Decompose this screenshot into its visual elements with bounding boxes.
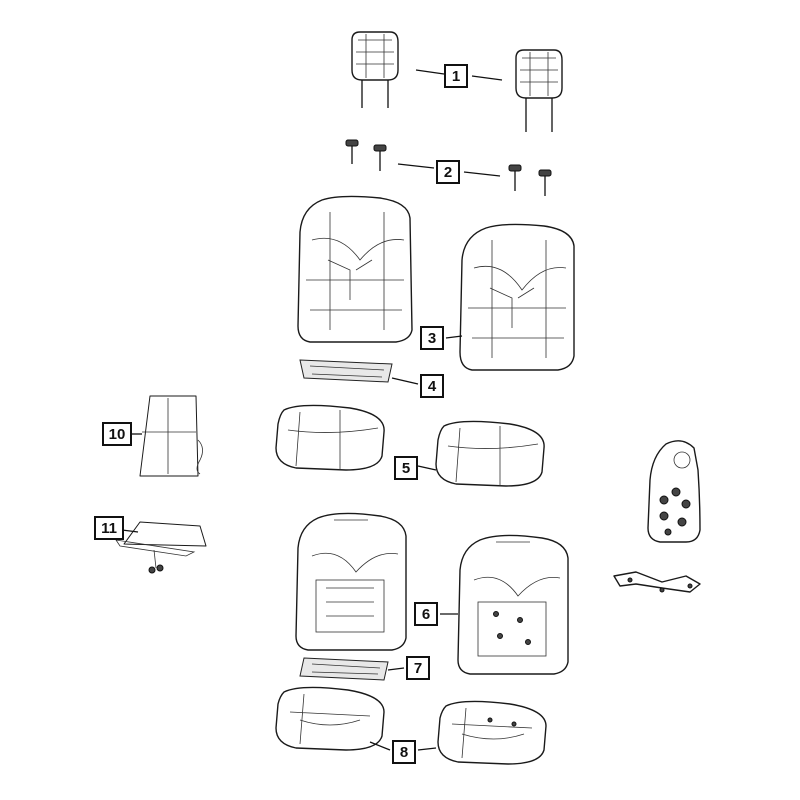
leader-lines-1	[415, 69, 503, 81]
leader-lines-2	[397, 163, 501, 177]
seat-cushion-frame-left[interactable]	[275, 686, 385, 751]
seat-heater-back[interactable]	[139, 395, 203, 477]
callout-8[interactable]: 8	[392, 740, 416, 764]
leader-lines-8	[369, 741, 437, 751]
seat-heater-cushion[interactable]	[115, 521, 207, 574]
headrest-guides[interactable]	[345, 139, 552, 196]
seat-cushion-cover-right[interactable]	[435, 420, 545, 487]
headrest-right[interactable]	[515, 49, 563, 132]
headrest-left[interactable]	[351, 31, 399, 108]
seat-back-trim[interactable]	[299, 359, 393, 383]
leader-line-4	[391, 377, 419, 385]
mounting-bracket[interactable]	[613, 571, 701, 593]
seat-cushion-cover-left[interactable]	[275, 404, 385, 471]
seat-back-frame-right[interactable]	[457, 534, 569, 675]
callout-7[interactable]: 7	[406, 656, 430, 680]
callout-10[interactable]: 10	[102, 422, 132, 446]
leader-line-11	[121, 529, 139, 533]
seat-cushion-frame-right[interactable]	[437, 700, 547, 765]
lumbar-support[interactable]	[647, 440, 701, 543]
callout-6[interactable]: 6	[414, 602, 438, 626]
callout-2[interactable]: 2	[436, 160, 460, 184]
leader-line-7	[387, 667, 405, 671]
leader-line-3	[445, 335, 463, 339]
seat-back-cover-left[interactable]	[297, 195, 413, 343]
callout-5[interactable]: 5	[394, 456, 418, 480]
seat-back-frame-left[interactable]	[295, 512, 407, 651]
callout-11[interactable]: 11	[94, 516, 124, 540]
seat-back-cover-right[interactable]	[459, 223, 575, 371]
seat-back-bracket[interactable]	[299, 657, 389, 681]
callout-1[interactable]: 1	[444, 64, 468, 88]
leader-line-5	[417, 465, 437, 471]
callout-3[interactable]: 3	[420, 326, 444, 350]
callout-4[interactable]: 4	[420, 374, 444, 398]
